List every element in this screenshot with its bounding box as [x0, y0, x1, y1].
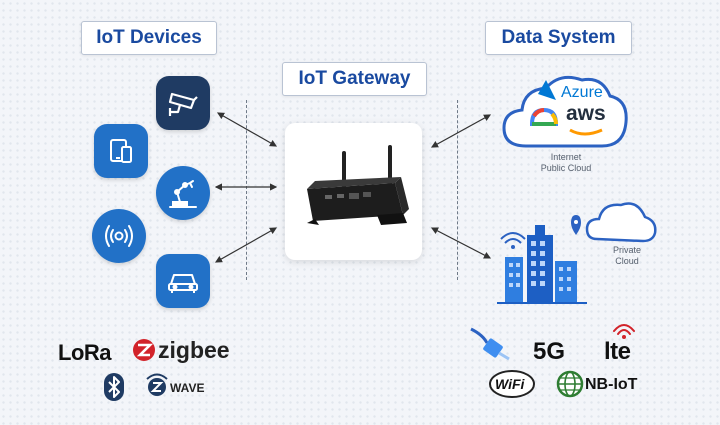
5g-logo: 5G [533, 338, 566, 365]
private-cloud-label: Private Cloud [600, 245, 654, 267]
bluetooth-icon [104, 373, 124, 401]
nbiot-globe-icon [556, 370, 584, 398]
security-camera-icon [156, 76, 210, 130]
zwave-icon [146, 373, 168, 396]
iot-gateway-title-text: IoT Gateway [298, 68, 411, 89]
wifi-logo-shape [489, 370, 535, 398]
iot-devices-title-text: IoT Devices [96, 27, 202, 48]
lte-logo: lte [604, 338, 631, 365]
car-icon [156, 254, 210, 308]
azure-label: Azure [561, 84, 603, 101]
nbiot-logo-text: NB-IoT [585, 376, 638, 393]
right-dashed-separator [457, 100, 458, 280]
arrow-camera-gateway [216, 112, 278, 147]
public-cloud-label-line2: Public Cloud [540, 163, 592, 173]
data-system-title: Data System [485, 21, 632, 55]
arrow-gateway-public-cloud [430, 114, 492, 148]
gateway-card [285, 123, 422, 260]
lte-signal-icon [613, 324, 635, 339]
public-cloud-label: Internet Public Cloud [526, 152, 606, 174]
private-cloud-label-line2: Cloud [615, 256, 639, 266]
gateway-device-image [307, 145, 409, 225]
private-cloud-label-line1: Private [612, 245, 641, 255]
public-cloud-icon [502, 75, 628, 148]
zwave-logo-text: WAVE [170, 381, 205, 395]
aws-label: aws [566, 102, 606, 125]
data-system-title-text: Data System [501, 27, 616, 48]
robot-arm-icon [156, 166, 210, 220]
iot-gateway-title: IoT Gateway [282, 62, 427, 96]
zigbee-icon [133, 339, 155, 361]
wifi-logo-text: WiFi [495, 376, 525, 392]
rfid-signal-icon [92, 209, 146, 263]
lora-logo: LoRa [58, 340, 112, 365]
arrow-gateway-private-cloud [430, 227, 492, 259]
iot-devices-title: IoT Devices [81, 21, 217, 55]
ethernet-cable-icon [470, 327, 510, 361]
private-cloud-city-icon [497, 202, 657, 304]
tablet-phone-icon [94, 124, 148, 178]
zigbee-logo-text: zigbee [158, 337, 230, 363]
public-cloud-label-line1: Internet [550, 152, 582, 162]
arrow-car-gateway [214, 227, 278, 263]
